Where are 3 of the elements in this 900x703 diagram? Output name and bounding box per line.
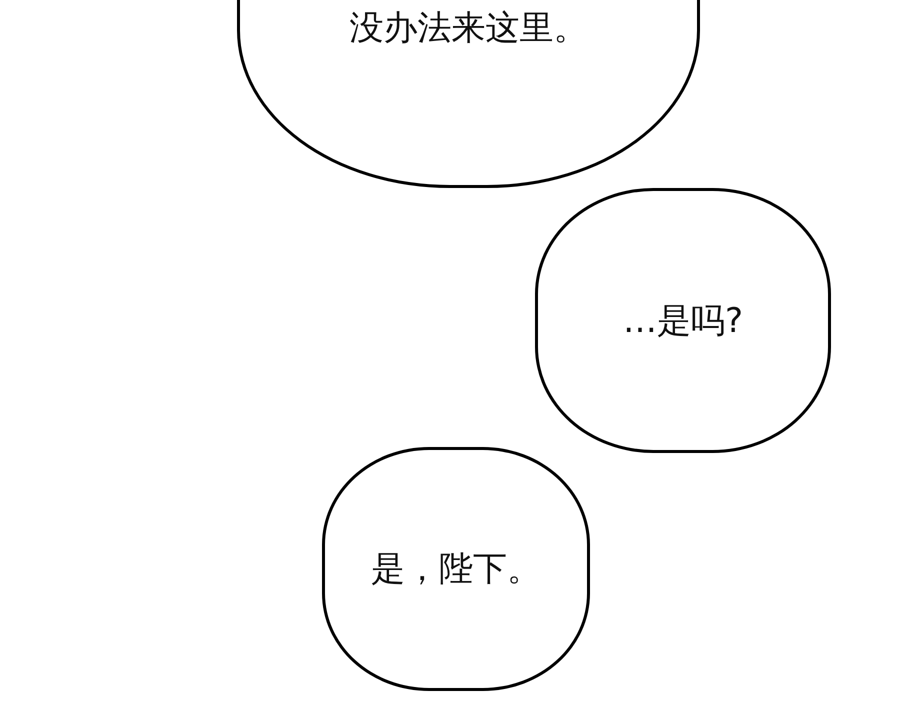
dialogue-text: …是吗? — [622, 300, 744, 342]
dialogue-text: 是，陛下。 — [371, 548, 541, 591]
dialogue-text: 没办法来这里。 — [350, 7, 588, 50]
